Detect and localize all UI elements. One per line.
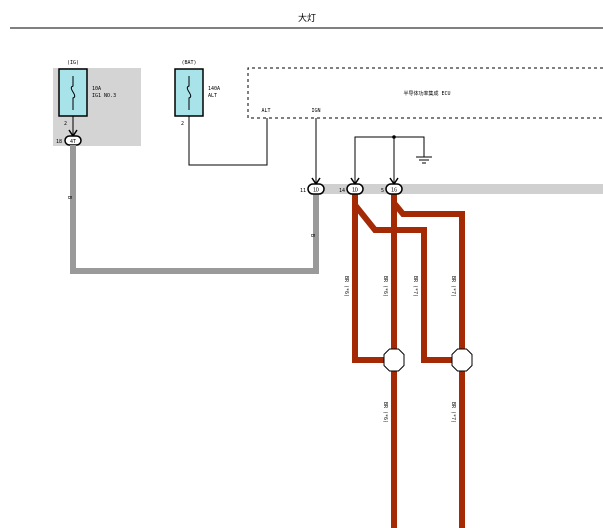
wire-label-gray-left: B — [66, 196, 72, 199]
connector-14: 14 1D — [339, 183, 364, 195]
wire-red-14-right — [352, 203, 452, 363]
fuse-ig-element-icon — [70, 76, 76, 110]
ground-icon — [416, 156, 432, 164]
fuse-bat-element-icon — [186, 76, 192, 110]
wire-label-gray-right: B — [309, 234, 315, 237]
connector-5: 5 1G — [381, 183, 403, 195]
splice-right — [451, 348, 473, 372]
junction-dot — [392, 135, 396, 139]
wire-ground-bus — [354, 136, 425, 184]
splice-left — [383, 348, 405, 372]
fuse-ig-rating: 10A — [92, 86, 101, 92]
fuse-ig-connector-pin: 18 — [56, 139, 62, 145]
fuse-bat-rating: 140A — [208, 86, 220, 92]
connector-5-id: 1G — [391, 188, 397, 194]
ecu-name: 半导体功率集成 ECU — [403, 90, 450, 97]
connector-11-pin: 11 — [300, 188, 306, 194]
wire-gray — [70, 145, 319, 274]
connector-bar — [310, 184, 603, 194]
fuse-bat-pin: 2 — [181, 121, 184, 127]
ecu-pin-alt: ALT — [261, 108, 270, 114]
fuse-bat-name: ALT — [208, 93, 217, 99]
fuse-ig-pin: 2 — [64, 121, 67, 127]
wire-red-5-right — [391, 201, 465, 349]
red-wires — [352, 194, 465, 528]
wire-label-red-lower-2: BR (*7) — [450, 402, 456, 423]
wire-label-red-3: BR (*7) — [412, 276, 418, 297]
wire-red-14-left — [352, 194, 384, 363]
wire-bat-to-alt — [188, 116, 268, 166]
wire-label-red-lower-1: BR (*6) — [382, 402, 388, 423]
fuse-ig-header: (IG) — [67, 60, 79, 66]
wire-label-red-4: BR (*7) — [450, 276, 456, 297]
fuse-ig-name: IG1 NO.3 — [92, 93, 116, 99]
wire-label-red-2: BR (*6) — [382, 276, 388, 297]
connector-11: 11 1D — [300, 183, 325, 195]
connector-11-id: 1D — [313, 188, 319, 194]
fuse-bat-header: (BAT) — [181, 60, 196, 66]
connector-5-pin: 5 — [381, 188, 384, 194]
connector-14-pin: 14 — [339, 188, 345, 194]
ecu-boundary — [247, 67, 603, 119]
ecu-pin-ign: IGN — [311, 108, 320, 114]
diagram-title: 大灯 — [298, 12, 316, 24]
connector-4t-id: 4T — [70, 139, 76, 145]
wire-label-red-1: BR (*6) — [343, 276, 349, 297]
connector-14-id: 1D — [352, 188, 358, 194]
